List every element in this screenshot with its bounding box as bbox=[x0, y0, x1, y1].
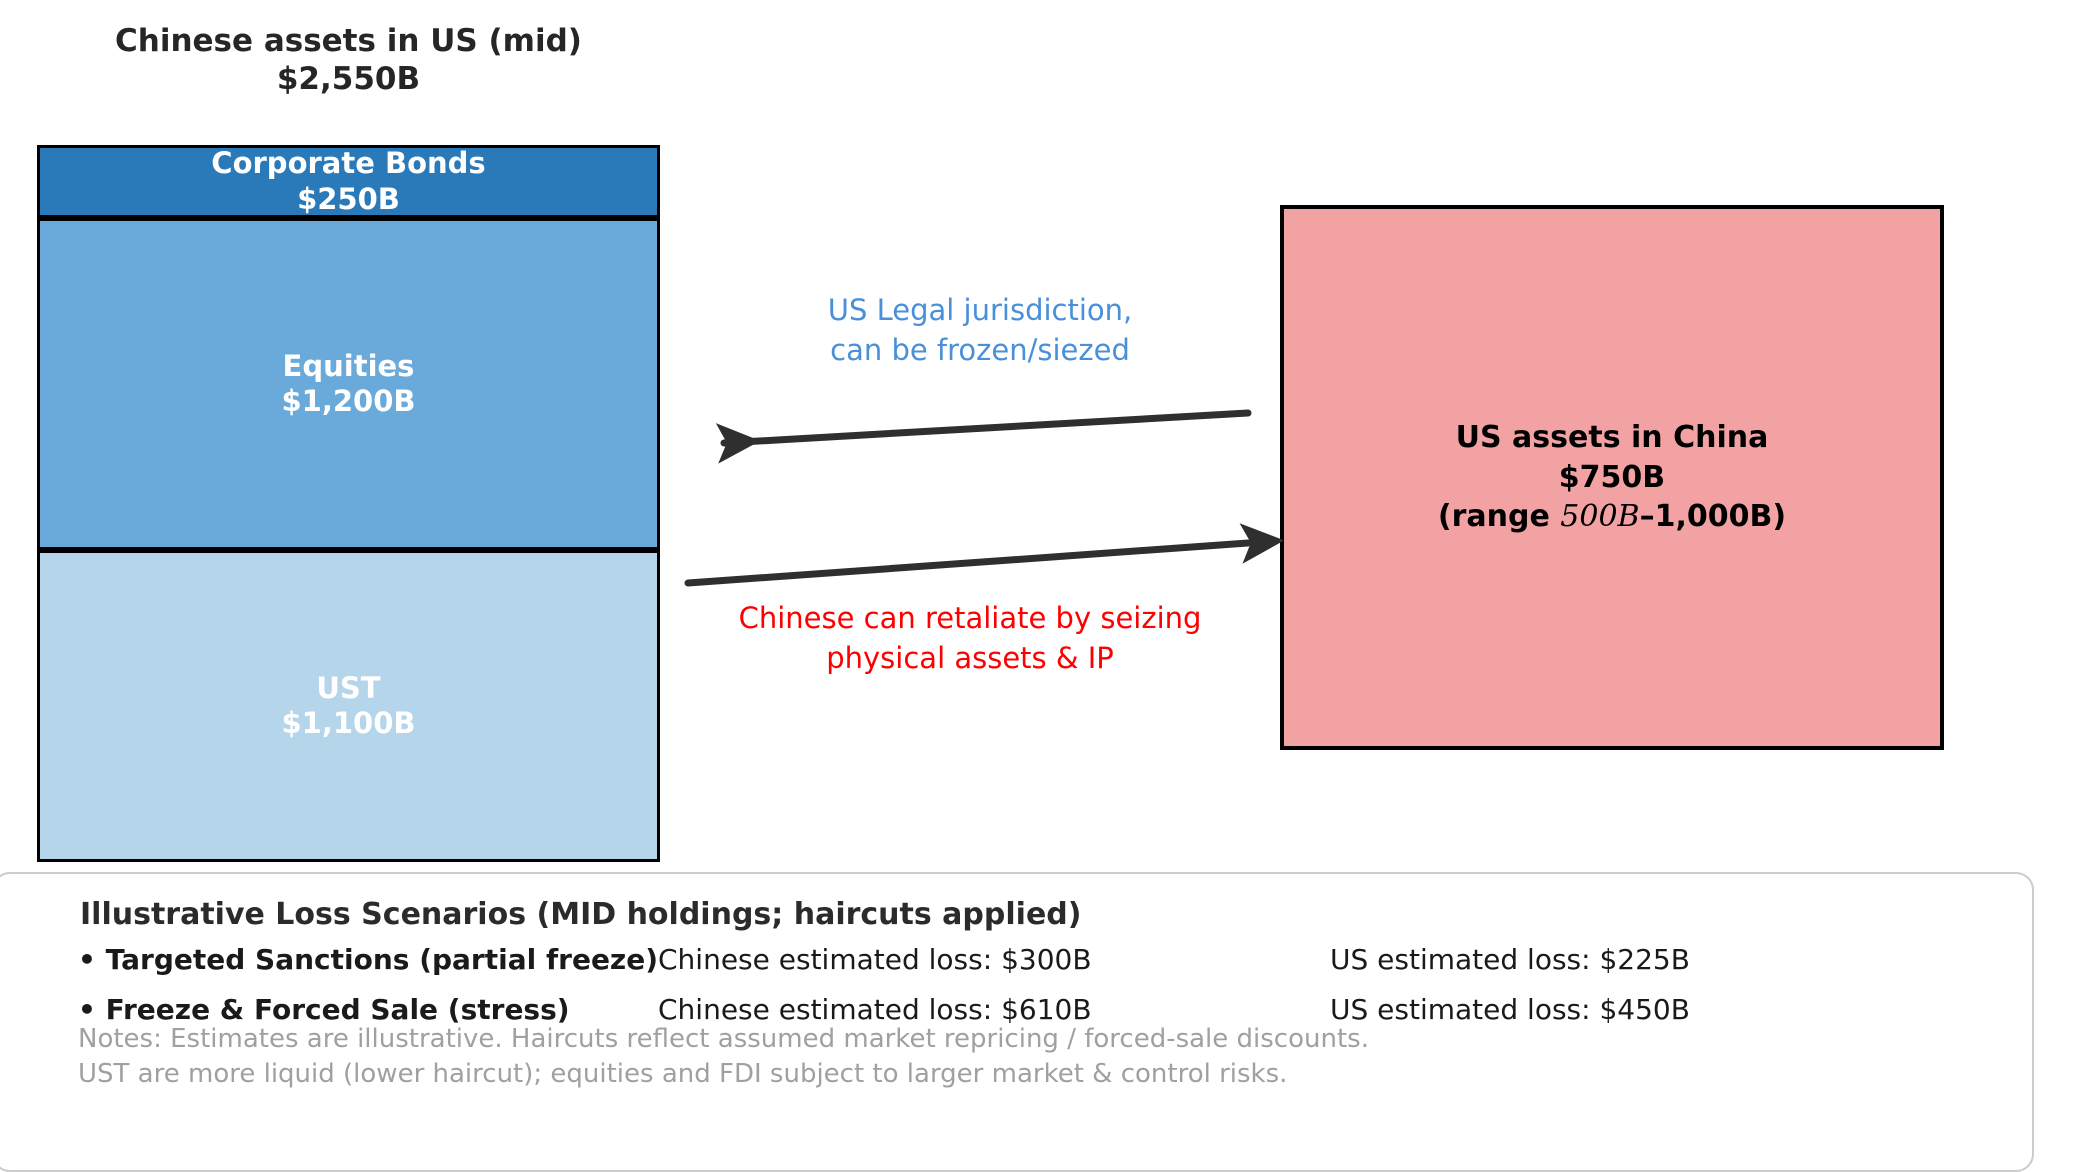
loss-scenario-china-value: Chinese estimated loss: $300B bbox=[658, 943, 1092, 976]
loss-scenarios-notes: Notes: Estimates are illustrative. Hairc… bbox=[78, 1024, 1369, 1090]
arrow-china-to-us-right bbox=[684, 523, 1285, 587]
bar-segment-corporate-bonds[interactable]: Corporate Bonds $250B bbox=[37, 145, 660, 218]
annotation-chinese-retaliation: Chinese can retaliate by seizing physica… bbox=[738, 601, 1202, 676]
bar-segment-equities-label: Equities $1,200B bbox=[281, 348, 416, 418]
loss-scenario-label: • Targeted Sanctions (partial freeze) bbox=[78, 943, 659, 976]
bar-segment-equities[interactable]: Equities $1,200B bbox=[37, 218, 660, 550]
bar-segment-ust[interactable]: UST $1,100B bbox=[37, 550, 660, 862]
bar-segment-corporate-bonds-label: Corporate Bonds $250B bbox=[211, 146, 486, 216]
range-separator: – bbox=[1639, 499, 1655, 535]
loss-scenario-us-value: US estimated loss: $450B bbox=[1330, 993, 1690, 1026]
arrow-us-to-china-left bbox=[715, 409, 1252, 464]
loss-scenario-china-value: Chinese estimated loss: $610B bbox=[658, 993, 1092, 1026]
annotation-us-legal-jurisdiction: US Legal jurisdiction, can be frozen/sie… bbox=[827, 293, 1133, 368]
chinese-assets-stacked-bar: Corporate Bonds $250B Equities $1,200B U… bbox=[37, 145, 660, 862]
loss-scenario-row: • Targeted Sanctions (partial freeze) Ch… bbox=[0, 943, 2076, 985]
slide-canvas: Chinese assets in US (mid) $2,550B Corpo… bbox=[0, 23, 2076, 1172]
us-assets-in-china-range: (range 500B–1,000B) bbox=[1438, 497, 1786, 537]
range-prefix: (range bbox=[1437, 499, 1561, 535]
left-chart-title: Chinese assets in US (mid) $2,550B bbox=[115, 23, 582, 98]
loss-scenario-us-value: US estimated loss: $225B bbox=[1330, 943, 1690, 976]
us-assets-in-china-value: $750B bbox=[1558, 459, 1666, 495]
us-assets-in-china-box[interactable]: US assets in China $750B (range 500B–1,0… bbox=[1280, 205, 1944, 750]
bar-segment-ust-label: UST $1,100B bbox=[281, 670, 416, 740]
us-assets-in-china-label: US assets in China $750B (range 500B–1,0… bbox=[1438, 418, 1786, 538]
loss-scenario-row: • Freeze & Forced Sale (stress) Chinese … bbox=[0, 993, 2076, 1035]
loss-scenarios-title: Illustrative Loss Scenarios (MID holding… bbox=[80, 897, 1082, 932]
us-assets-in-china-title: US assets in China bbox=[1455, 419, 1769, 455]
loss-scenario-label: • Freeze & Forced Sale (stress) bbox=[78, 993, 570, 1026]
range-low: 500B bbox=[1560, 499, 1640, 535]
range-high: 1,000B bbox=[1654, 499, 1773, 535]
range-suffix: ) bbox=[1772, 499, 1787, 535]
